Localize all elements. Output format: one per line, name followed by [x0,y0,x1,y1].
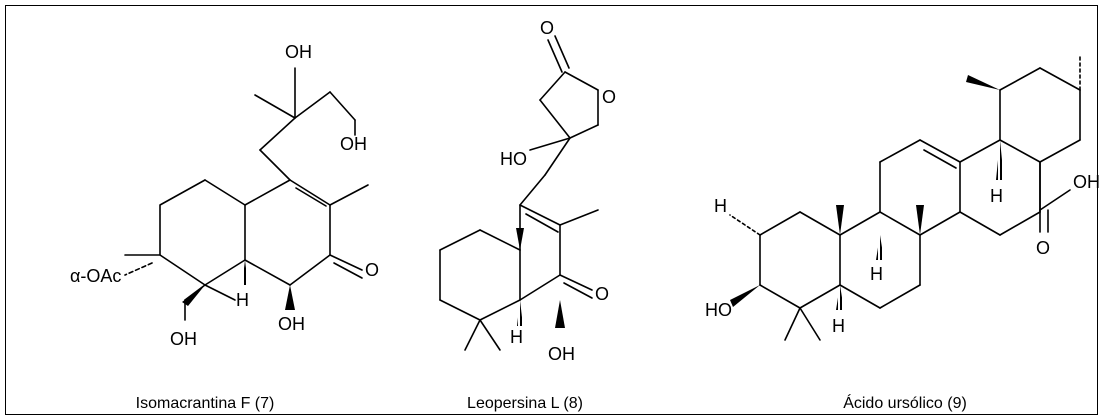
label-ho: HO [705,300,732,320]
hash-wedge [242,260,248,285]
bold-wedge [182,285,205,306]
hash-wedge [836,285,844,310]
label-h-c2: H [714,196,727,216]
bold-wedge [836,205,844,235]
bold-wedge [285,285,295,310]
label-oh-bottom: OH [548,344,575,364]
label-ketone-o: O [365,260,379,280]
caption-acido-ursolico: Ácido ursólico (9) [843,395,967,412]
label-o-ring: O [602,87,616,107]
label-oh-acid: OH [1073,172,1100,192]
structure-acido-ursolico [729,54,1081,341]
label-oh-ring: OH [278,314,305,334]
caption-isomacrantina-f: Isomacrantina F (7) [135,395,275,412]
label-o-carbonyl: O [540,18,554,38]
label-h-c5: H [832,316,845,336]
label-h-c18: H [990,186,1003,206]
hash-wedge [876,235,884,260]
bold-wedge [555,300,565,328]
label-h-ring: H [236,290,249,310]
label-oh-chain: OH [340,134,367,154]
label-h-ring: H [510,327,523,347]
hash-wedge [996,140,1004,180]
figure-frame [5,5,1098,415]
bold-wedge [516,228,524,250]
label-oh-top: OH [285,42,312,62]
hash-wedge [517,300,523,326]
label-o-acid: O [1036,238,1050,258]
bold-wedge [916,205,924,235]
label-ketone-o: O [595,284,609,304]
bold-wedge [966,75,1000,90]
label-oh-bottom: OH [170,329,197,349]
bold-wedge [730,285,760,307]
structure-leopersina-l [439,35,599,351]
caption-leopersina-l: Leopersina L (8) [467,395,583,412]
label-ho: HO [500,149,527,169]
label-oacetate: α-OAc [70,266,121,286]
label-h-c9: H [870,264,883,284]
